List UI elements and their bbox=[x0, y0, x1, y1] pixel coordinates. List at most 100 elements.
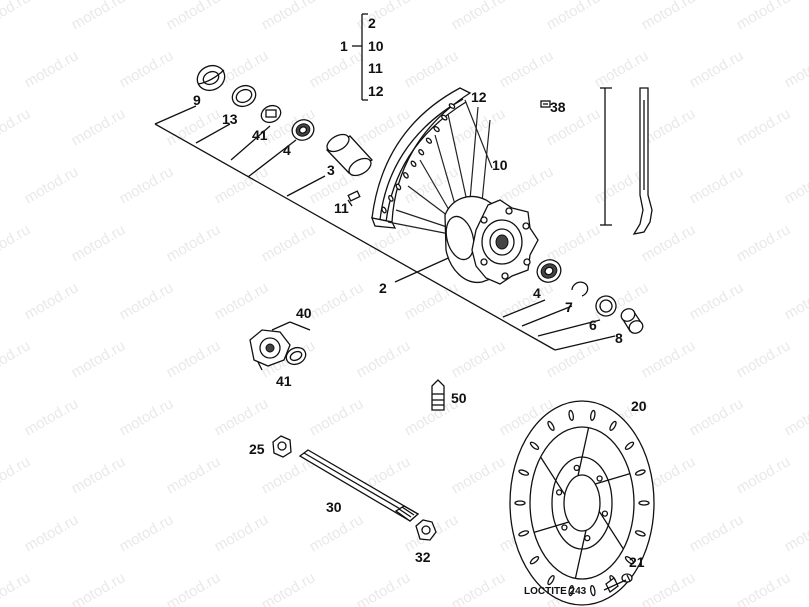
rim-spoke-hole bbox=[395, 183, 402, 191]
group-bracket-1 bbox=[352, 13, 368, 101]
disc-bolt-hole bbox=[555, 489, 563, 496]
part-2-hub bbox=[444, 195, 539, 285]
watermark-text: motod.ru bbox=[544, 221, 604, 265]
label-41-upper: 41 bbox=[252, 127, 268, 143]
disc-vent-hole bbox=[547, 575, 555, 586]
disc-vent-hole bbox=[609, 420, 617, 431]
label-2-hub: 2 bbox=[379, 280, 387, 296]
watermark-text: motod.ru bbox=[544, 337, 604, 381]
disc-vent-hole bbox=[634, 530, 646, 537]
label-2: 2 bbox=[368, 15, 376, 31]
watermark-text: motod.ru bbox=[22, 47, 82, 91]
disc-bolt-hole bbox=[561, 524, 568, 531]
part-8-spacer bbox=[620, 308, 644, 334]
watermark-text: motod.ru bbox=[449, 337, 509, 381]
watermark-text: motod.ru bbox=[639, 0, 699, 33]
disc-carrier-arm bbox=[533, 521, 569, 534]
disc-vent-hole bbox=[589, 409, 596, 421]
watermark-text: motod.ru bbox=[22, 511, 82, 555]
watermark-text: motod.ru bbox=[117, 47, 177, 91]
disc-carrier-arm bbox=[540, 456, 566, 496]
watermark-text: motod.ru bbox=[307, 47, 367, 91]
disc-bolt-hole bbox=[601, 510, 609, 517]
part-3-spacer-tube bbox=[325, 133, 374, 177]
part-9-seal bbox=[196, 64, 226, 92]
watermark-text: motod.ru bbox=[164, 0, 224, 33]
watermark-text: motod.ru bbox=[639, 569, 699, 607]
rim-spoke-hole bbox=[402, 171, 409, 179]
watermark-text: motod.ru bbox=[402, 47, 462, 91]
watermark-text: motod.ru bbox=[0, 337, 33, 381]
label-50: 50 bbox=[451, 390, 467, 406]
part-21-screw bbox=[603, 573, 633, 593]
part-32-nut bbox=[415, 519, 437, 541]
watermark-text: motod.ru bbox=[782, 47, 809, 91]
disc-vent-hole bbox=[568, 409, 575, 421]
watermark-text: motod.ru bbox=[164, 221, 224, 265]
watermark-text: motod.ru bbox=[497, 47, 557, 91]
watermark-text: motod.ru bbox=[402, 163, 462, 207]
watermark-text: motod.ru bbox=[639, 221, 699, 265]
watermark-text: motod.ru bbox=[164, 105, 224, 149]
rim-spoke-hole bbox=[448, 103, 456, 109]
disc-bolt-hole bbox=[573, 464, 580, 472]
callout-labels: 2 1 10 11 12 9 13 41 4 3 11 12 10 38 2 4… bbox=[193, 15, 647, 597]
watermark-text: motod.ru bbox=[734, 337, 794, 381]
disc-vent-hole bbox=[568, 585, 575, 597]
watermark-text: motod.ru bbox=[687, 511, 747, 555]
watermark-text: motod.ru bbox=[497, 279, 557, 323]
label-32: 32 bbox=[415, 549, 431, 565]
watermark-text: motod.ru bbox=[69, 453, 129, 497]
watermark-text: motod.ru bbox=[354, 221, 414, 265]
label-11: 11 bbox=[368, 60, 383, 76]
part-11-nipple bbox=[347, 190, 361, 207]
watermark-text: motod.ru bbox=[782, 511, 809, 555]
watermark-text: motod.ru bbox=[449, 105, 509, 149]
label-6: 6 bbox=[589, 317, 597, 333]
label-9: 9 bbox=[193, 92, 201, 108]
disc-vent-hole bbox=[529, 441, 540, 451]
part-50-grease-tube bbox=[431, 379, 445, 411]
part-25-axle-nut bbox=[272, 435, 292, 458]
disc-vent-hole bbox=[518, 469, 530, 476]
watermark-text: motod.ru bbox=[354, 569, 414, 607]
label-8: 8 bbox=[615, 330, 623, 346]
watermark-text: motod.ru bbox=[592, 47, 652, 91]
watermark-text: motod.ru bbox=[307, 395, 367, 439]
label-3: 3 bbox=[327, 162, 335, 178]
watermark-text: motod.ru bbox=[69, 221, 129, 265]
label-12: 12 bbox=[368, 83, 384, 99]
watermark-text: motod.ru bbox=[259, 221, 319, 265]
part-4-bearing-upper bbox=[291, 119, 315, 141]
label-25: 25 bbox=[249, 441, 265, 457]
disc-vent-hole bbox=[547, 420, 555, 431]
part-40-speedo-drive bbox=[249, 321, 311, 371]
watermark-text: motod.ru bbox=[117, 511, 177, 555]
watermark-text: motod.ru bbox=[0, 0, 33, 33]
watermark-text: motod.ru bbox=[117, 395, 177, 439]
disc-vent-hole bbox=[518, 530, 530, 537]
watermark-text: motod.ru bbox=[259, 0, 319, 33]
watermark-text: motod.ru bbox=[782, 163, 809, 207]
part-38-nipple bbox=[540, 100, 551, 108]
rim-spoke-hole bbox=[381, 206, 387, 214]
watermark-text: motod.ru bbox=[69, 569, 129, 607]
label-11-nipple: 11 bbox=[334, 200, 349, 216]
watermark-text: motod.ru bbox=[307, 279, 367, 323]
watermark-text: motod.ru bbox=[164, 569, 224, 607]
rim-spoke-hole bbox=[425, 137, 433, 144]
watermark-text: motod.ru bbox=[69, 337, 129, 381]
watermark-text: motod.ru bbox=[259, 569, 319, 607]
watermark-text: motod.ru bbox=[734, 453, 794, 497]
watermark-text: motod.ru bbox=[164, 337, 224, 381]
part-30-axle bbox=[298, 449, 420, 522]
rim-spoke-hole bbox=[418, 149, 425, 156]
watermark-text: motod.ru bbox=[212, 279, 272, 323]
disc-bolt-hole bbox=[584, 534, 591, 542]
watermark-text: motod.ru bbox=[69, 105, 129, 149]
loctite-note: LOCTITE 243 bbox=[524, 586, 587, 597]
watermark-text: motod.ru bbox=[22, 395, 82, 439]
label-10-spokes: 10 bbox=[492, 157, 508, 173]
rim-spoke-hole bbox=[388, 194, 394, 202]
watermark-text: motod.ru bbox=[449, 453, 509, 497]
